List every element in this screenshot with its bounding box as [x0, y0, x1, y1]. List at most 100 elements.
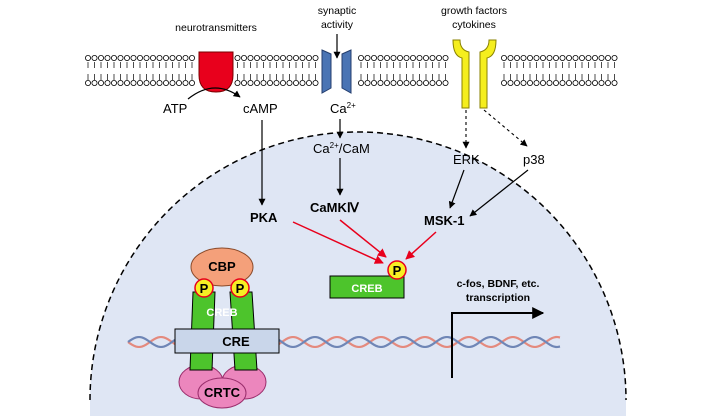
- label-crtc: CRTC: [204, 385, 241, 400]
- lipid-head: [279, 80, 286, 87]
- lipid-head: [520, 80, 527, 87]
- lipid-head: [553, 55, 560, 62]
- lipid-head: [188, 55, 195, 62]
- label-cre: CRE: [222, 334, 250, 349]
- lipid-head: [598, 55, 605, 62]
- lipid-head: [611, 80, 618, 87]
- lipid-head: [572, 80, 579, 87]
- phospho-circle-left: [194, 278, 214, 298]
- lipid-head: [435, 80, 442, 87]
- lipid-head: [117, 55, 124, 62]
- lipid-head: [247, 55, 254, 62]
- lipid-head: [130, 55, 137, 62]
- lipid-head: [240, 80, 247, 87]
- lipid-head: [156, 80, 163, 87]
- lipid-head: [390, 55, 397, 62]
- lipid-head: [149, 80, 156, 87]
- creb-complex: CRTC CREB CRE CBP P P: [174, 247, 280, 409]
- lipid-head: [240, 55, 247, 62]
- label-transcription-2: transcription: [466, 292, 530, 304]
- lipid-head: [175, 80, 182, 87]
- lipid-head: [409, 80, 416, 87]
- label-msk: MSK-1: [424, 213, 464, 228]
- label-creb-free: CREB: [351, 283, 382, 295]
- arrow-receptor-to-p38: [483, 109, 528, 147]
- lipid-head: [162, 80, 169, 87]
- lipid-head: [507, 80, 514, 87]
- lipid-head: [91, 80, 98, 87]
- lipid-head: [377, 80, 384, 87]
- lipid-head: [546, 55, 553, 62]
- lipid-head: [305, 80, 312, 87]
- label-transcription-1: c-fos, BDNF, etc.: [457, 278, 540, 290]
- lipid-head: [253, 55, 260, 62]
- lipid-head: [299, 80, 306, 87]
- lipid-head: [182, 55, 189, 62]
- lipid-head: [85, 80, 92, 87]
- lipid-head: [234, 80, 241, 87]
- lipid-head: [143, 55, 150, 62]
- label-synaptic: synaptic: [318, 5, 357, 17]
- lipid-head: [592, 55, 599, 62]
- lipid-head: [143, 80, 150, 87]
- cre-element: [174, 328, 280, 354]
- lipid-head: [442, 55, 449, 62]
- lipid-head: [91, 55, 98, 62]
- lipid-head: [403, 55, 410, 62]
- label-activity: activity: [321, 19, 354, 31]
- cbp-protein: [190, 247, 254, 287]
- label-ca: Ca2+: [330, 101, 356, 116]
- lipid-head: [312, 55, 319, 62]
- lipid-head: [598, 80, 605, 87]
- lipid-head: [117, 80, 124, 87]
- label-creb-complex: CREB: [206, 307, 237, 319]
- label-atp: ATP: [163, 101, 187, 116]
- lipid-head: [364, 80, 371, 87]
- arrow-msk-to-creb-p: [405, 231, 437, 260]
- lipid-head: [435, 55, 442, 62]
- phospho-label-free: P: [393, 263, 402, 278]
- lipid-head: [104, 80, 111, 87]
- lipid-head: [111, 80, 118, 87]
- lipid-head: [540, 80, 547, 87]
- lipid-head: [592, 80, 599, 87]
- lipid-head: [546, 80, 553, 87]
- lipid-head: [136, 55, 143, 62]
- label-erk: ERK: [453, 152, 480, 167]
- label-cacam: Ca2+/CaM: [313, 141, 370, 156]
- lipid-head: [611, 55, 618, 62]
- arrow-p38-to-msk: [469, 169, 529, 217]
- lipid-head: [409, 55, 416, 62]
- lipid-head: [396, 80, 403, 87]
- lipid-head: [357, 80, 364, 87]
- lipid-head: [370, 55, 377, 62]
- lipid-head: [500, 80, 507, 87]
- label-growth-factors: growth factors: [441, 5, 507, 17]
- lipid-head: [312, 80, 319, 87]
- label-p38: p38: [523, 152, 545, 167]
- lipid-head: [422, 80, 429, 87]
- lipid-head: [585, 55, 592, 62]
- lipid-head: [520, 55, 527, 62]
- lipid-head: [136, 80, 143, 87]
- label-pka: PKA: [250, 210, 278, 225]
- lipid-head: [305, 55, 312, 62]
- lipid-head: [566, 55, 573, 62]
- lipid-head: [85, 55, 92, 62]
- lipid-head: [266, 80, 273, 87]
- lipid-head: [416, 55, 423, 62]
- label-cbp: CBP: [208, 259, 236, 274]
- lipid-head: [266, 55, 273, 62]
- lipid-head: [299, 55, 306, 62]
- lipid-head: [149, 55, 156, 62]
- lipid-head: [540, 55, 547, 62]
- lipid-head: [383, 80, 390, 87]
- lipid-head: [514, 80, 521, 87]
- phospho-circle-free: [387, 260, 407, 280]
- lipid-head: [416, 80, 423, 87]
- lipid-head: [442, 80, 449, 87]
- label-cytokines: cytokines: [452, 19, 496, 31]
- lipid-head: [507, 55, 514, 62]
- lipid-head: [279, 55, 286, 62]
- phospho-circle-right: [230, 278, 250, 298]
